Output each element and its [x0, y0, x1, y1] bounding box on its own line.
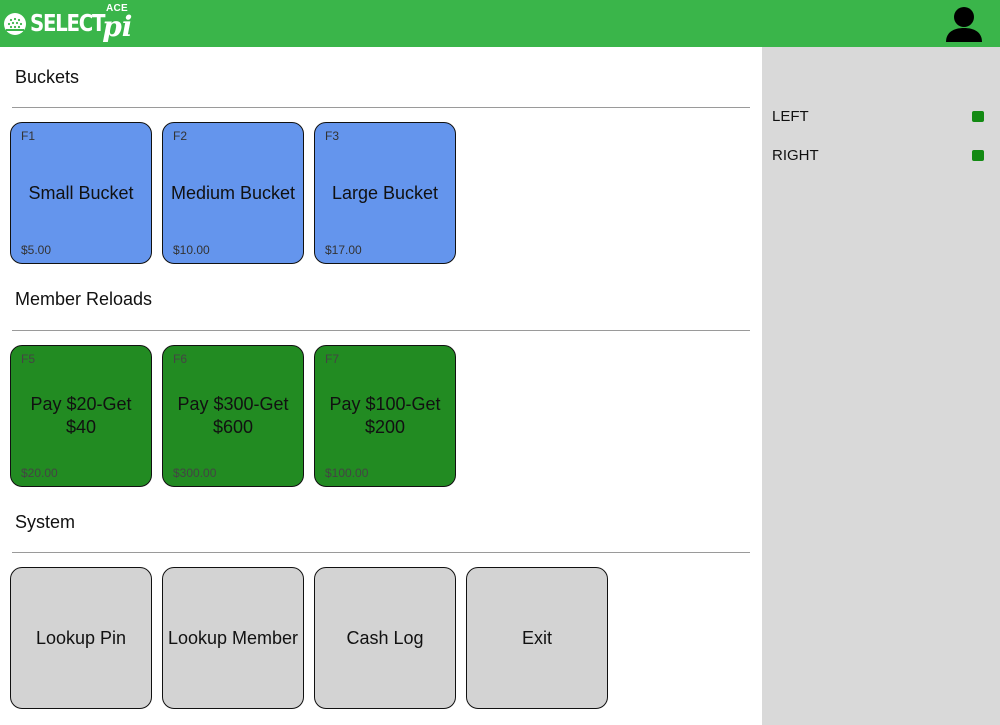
tile-label: Lookup Pin: [35, 627, 127, 648]
large-bucket-button[interactable]: F3 Large Bucket $17.00: [314, 122, 456, 264]
section-divider: [12, 552, 750, 553]
tile-label: Pay $20-Get $40: [30, 394, 132, 437]
exit-button[interactable]: Exit: [466, 567, 608, 709]
tile-price: $100.00: [325, 466, 369, 480]
small-bucket-button[interactable]: F1 Small Bucket $5.00: [10, 122, 152, 264]
section-divider: [12, 107, 750, 108]
tile-price: $17.00: [325, 243, 362, 257]
section-title-system: System: [15, 512, 76, 532]
user-icon[interactable]: [944, 4, 984, 44]
tile-price: $10.00: [173, 243, 210, 257]
tile-hotkey: F7: [325, 352, 340, 366]
logo-pi: pi: [102, 9, 133, 43]
section-divider: [12, 330, 750, 331]
tile-hotkey: F2: [173, 129, 188, 143]
tile-hotkey: F3: [325, 129, 340, 143]
lane-status-indicator: [972, 110, 984, 122]
tile-label: Lookup Member: [167, 627, 299, 648]
golf-ball-icon: [4, 13, 26, 35]
tile-hotkey: F6: [173, 352, 188, 366]
tile-price: $5.00: [21, 243, 52, 257]
lane-right[interactable]: RIGHT: [772, 145, 984, 165]
tile-label: Pay $300-Get $600: [177, 394, 289, 437]
lane-label: RIGHT: [772, 146, 819, 164]
lane-left[interactable]: LEFT: [772, 106, 984, 126]
lane-label: LEFT: [772, 107, 809, 125]
tile-label: Small Bucket: [28, 182, 134, 203]
tile-price: $300.00: [173, 466, 217, 480]
reload-20-button[interactable]: F5 Pay $20-Get $40 $20.00: [10, 345, 152, 487]
app-logo: SELECT pi ACE: [3, 3, 133, 44]
top-bar: SELECT pi ACE: [0, 0, 1000, 47]
lane-status-indicator: [972, 149, 984, 161]
tile-price: $20.00: [21, 466, 58, 480]
tile-label: Medium Bucket: [170, 182, 296, 203]
logo-ace: ACE: [106, 3, 129, 14]
reload-300-button[interactable]: F6 Pay $300-Get $600 $300.00: [162, 345, 304, 487]
tile-label: Large Bucket: [331, 182, 439, 203]
tile-label: Exit: [521, 627, 552, 648]
section-title-member-reloads: Member Reloads: [15, 289, 153, 309]
cash-log-button[interactable]: Cash Log: [314, 567, 456, 709]
lookup-member-button[interactable]: Lookup Member: [162, 567, 304, 709]
tile-label: Pay $100-Get $200: [329, 394, 441, 437]
tile-label: Cash Log: [346, 627, 424, 648]
tile-hotkey: F5: [21, 352, 36, 366]
lookup-pin-button[interactable]: Lookup Pin: [10, 567, 152, 709]
section-title-buckets: Buckets: [15, 67, 80, 87]
tile-hotkey: F1: [21, 129, 36, 143]
logo-wordmark: SELECT: [30, 11, 105, 37]
medium-bucket-button[interactable]: F2 Medium Bucket $10.00: [162, 122, 304, 264]
reload-100-button[interactable]: F7 Pay $100-Get $200 $100.00: [314, 345, 456, 487]
lane-status-panel: LEFT RIGHT: [762, 47, 1000, 725]
